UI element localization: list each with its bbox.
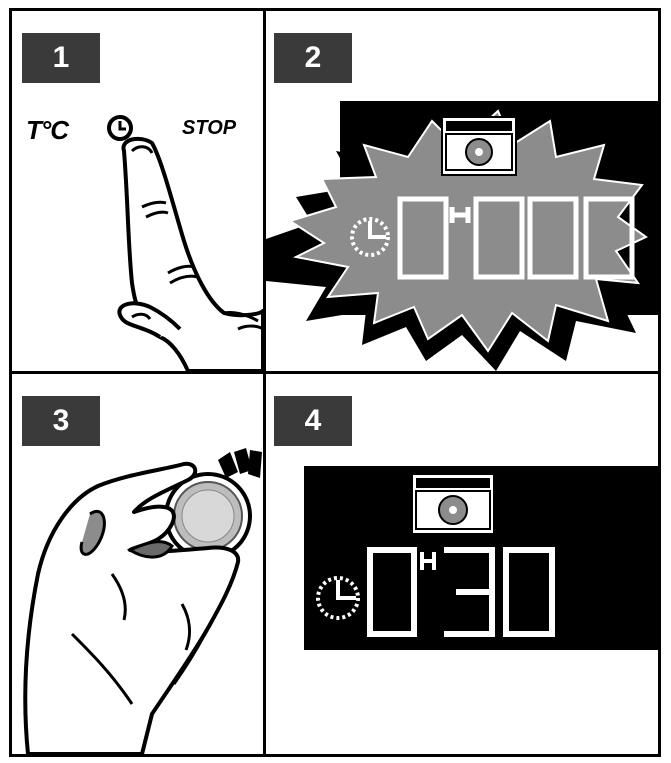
clock-icon [109,117,131,139]
finger-press-icon [12,11,263,371]
display-illustration [266,374,658,754]
dishwasher-icon [442,117,516,175]
hand-knob-icon [12,374,263,754]
step-4-panel: 4 [266,374,658,754]
step-1-panel: 1 T°C STOP [12,11,263,371]
display-flash-illustration [266,11,658,371]
step-2-panel: 2 [266,11,658,371]
step-3-panel: 3 [12,374,263,754]
dishwasher-icon [412,474,494,534]
